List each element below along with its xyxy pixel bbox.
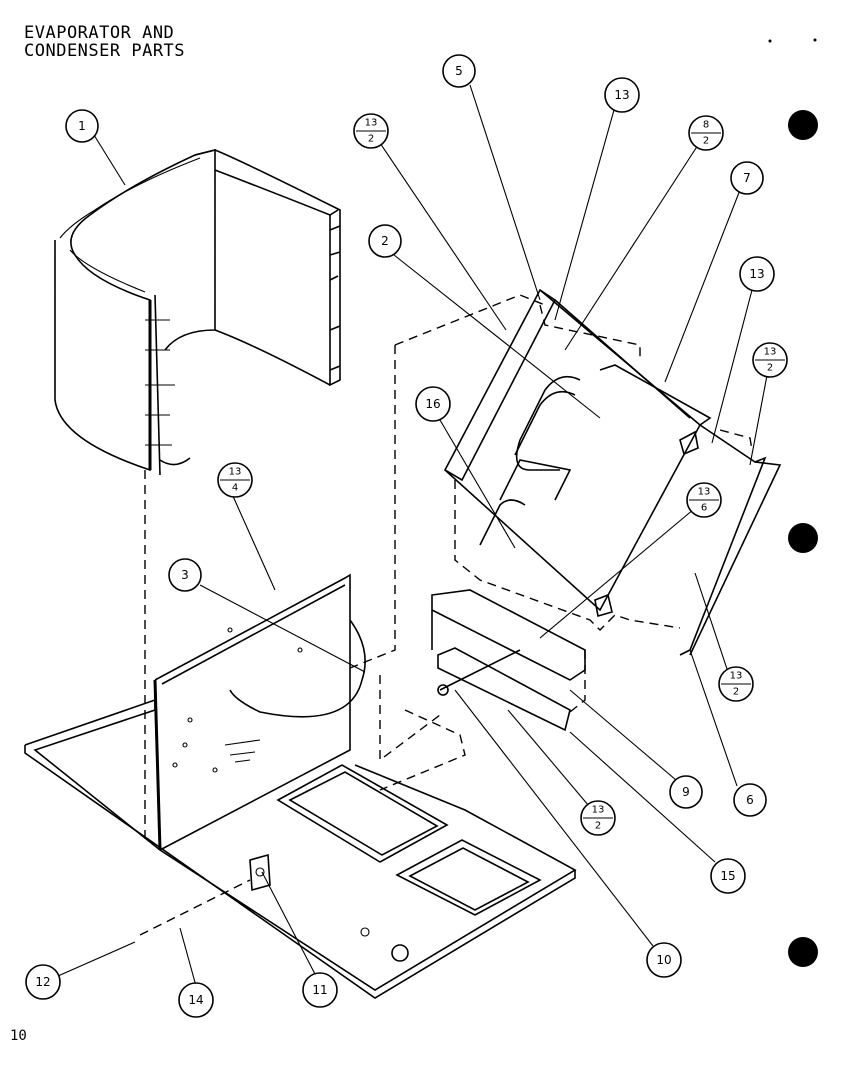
fraction-callout-13-4: 13 4: [217, 462, 253, 498]
binder-holes: [768, 38, 818, 967]
fraction-bottom: 2: [368, 134, 374, 145]
fraction-top: 13: [365, 118, 378, 129]
callout-12: 12: [25, 964, 61, 1000]
callout-2: 2: [368, 224, 402, 258]
callout-5: 5: [442, 54, 476, 88]
callout-9: 9: [669, 775, 703, 809]
callout-label: 9: [682, 785, 690, 799]
callout-11: 11: [302, 972, 338, 1008]
title-line-2: CONDENSER PARTS: [24, 41, 186, 61]
callout-6: 6: [733, 783, 767, 817]
fraction-callout-13-2-top: 13 2: [353, 113, 389, 149]
callout-16: 16: [415, 386, 451, 422]
fraction-bottom: 2: [595, 821, 601, 832]
fraction-bottom: 6: [701, 503, 707, 514]
fraction-bottom: 2: [733, 687, 739, 698]
callout-13-top: 13: [604, 77, 640, 113]
callout-label: 16: [425, 397, 440, 411]
page-number: 10: [10, 1028, 27, 1044]
callout-label: 11: [312, 983, 327, 997]
evaporator-coil-assembly: [443, 288, 782, 656]
fraction-top: 8: [703, 120, 709, 131]
fraction-callout-13-6: 13 6: [686, 482, 722, 518]
diagram-title: EVAPORATOR AND CONDENSER PARTS: [24, 24, 185, 60]
base-pan: [24, 698, 577, 999]
callout-10: 10: [646, 942, 682, 978]
drain-pan: [431, 589, 586, 732]
callout-label: 5: [455, 64, 463, 78]
leader-lines: [57, 84, 769, 987]
callout-label: 7: [743, 171, 751, 185]
callout-label: 1: [78, 119, 86, 133]
fraction-callout-8-2: 8 2: [688, 115, 724, 151]
fraction-bottom: 4: [232, 483, 238, 494]
callout-3: 3: [168, 558, 202, 592]
callout-label: 2: [381, 234, 389, 248]
fraction-top: 13: [592, 805, 605, 816]
callout-label: 14: [188, 993, 203, 1007]
fraction-top: 13: [730, 671, 743, 682]
fraction-callout-13-2-bottom: 13 2: [580, 800, 616, 836]
condenser-coil: [54, 148, 341, 476]
callout-label: 12: [35, 975, 50, 989]
fraction-top: 13: [698, 487, 711, 498]
callout-14: 14: [178, 982, 214, 1018]
callout-1: 1: [65, 109, 99, 143]
callout-15: 15: [710, 858, 746, 894]
callout-label: 15: [720, 869, 735, 883]
binder-hole: [788, 937, 818, 967]
assembly-guide-lines: [139, 294, 753, 936]
callout-label: 13: [614, 88, 629, 102]
binder-hole: [788, 110, 818, 140]
callout-7: 7: [730, 161, 764, 195]
callout-13-right: 13: [739, 256, 775, 292]
fraction-bottom: 2: [703, 136, 709, 147]
title-line-1: EVAPORATOR AND: [24, 23, 175, 43]
fraction-top: 13: [764, 347, 777, 358]
fraction-callout-13-2-lower-right: 13 2: [718, 666, 754, 702]
binder-hole: [788, 523, 818, 553]
callout-label: 13: [749, 267, 764, 281]
callout-label: 6: [746, 793, 754, 807]
fraction-top: 13: [229, 467, 242, 478]
fraction-callout-13-2-right: 13 2: [752, 342, 788, 378]
callout-label: 3: [181, 568, 189, 582]
fraction-bottom: 2: [767, 363, 773, 374]
partition-panel: [153, 573, 366, 851]
callout-label: 10: [656, 953, 671, 967]
